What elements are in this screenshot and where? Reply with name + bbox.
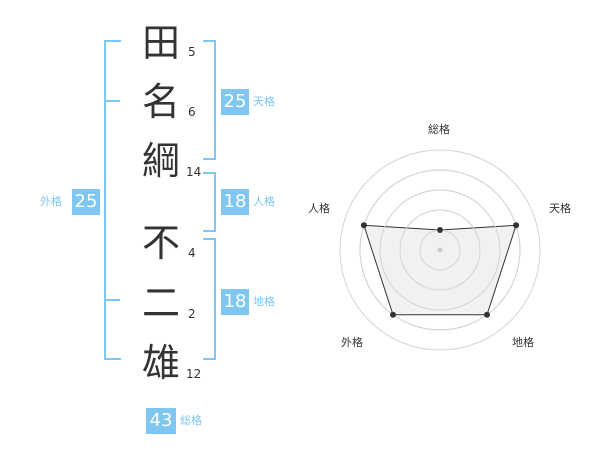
radar-axis-label-jinkaku: 人格 (308, 202, 330, 215)
radar-ring-overlay (359, 169, 521, 331)
radar-axis-label-soukaku: 総格 (428, 123, 450, 136)
radar-axis-label-chikaku: 地格 (512, 336, 534, 349)
jinkaku-bracket (203, 172, 216, 232)
name-char-5: 二 (141, 281, 180, 325)
bracket-tick (106, 100, 120, 102)
bracket-tick (106, 299, 120, 301)
chikaku-label: 地格 (253, 295, 275, 308)
radar-point-5 (360, 222, 367, 229)
gaikaku-bracket (104, 40, 121, 360)
name-char-1: 田 (141, 21, 180, 65)
gaikaku-label: 外格 (40, 195, 62, 208)
tenkaku-bracket (203, 40, 216, 160)
name-char-2: 名 (141, 80, 180, 124)
soukaku-label: 総格 (180, 414, 202, 427)
radar-center (437, 247, 443, 253)
name-char-6: 雄 (141, 341, 180, 385)
stroke-count-5: 2 (188, 307, 196, 321)
stroke-count-3: 14 (186, 165, 202, 179)
radar-ring-overlay (399, 209, 481, 291)
radar-axis-label-gaikaku: 外格 (341, 336, 363, 349)
radar-point-3 (484, 311, 491, 318)
radar-point-2 (513, 222, 520, 229)
soukaku-value: 43 (146, 408, 176, 434)
jinkaku-label: 人格 (253, 195, 275, 208)
chikaku-value: 18 (221, 289, 249, 315)
radar-point-1 (437, 227, 443, 233)
tenkaku-label: 天格 (253, 95, 275, 108)
stroke-count-1: 5 (188, 45, 196, 59)
radar-ring (339, 149, 541, 351)
jinkaku-value: 18 (221, 189, 249, 215)
tenkaku-value: 25 (221, 89, 249, 115)
radar-point-4 (389, 311, 396, 318)
stroke-count-4: 4 (188, 246, 196, 260)
stroke-count-6: 12 (186, 367, 202, 381)
stroke-count-2: 6 (188, 105, 196, 119)
name-char-3: 綱 (141, 139, 180, 183)
name-char-4: 不 (141, 221, 180, 265)
chikaku-bracket (203, 238, 216, 360)
gaikaku-value: 25 (72, 189, 100, 215)
radar-axis-label-tenkaku: 天格 (549, 202, 571, 215)
radar-ring-overlay (379, 189, 501, 311)
